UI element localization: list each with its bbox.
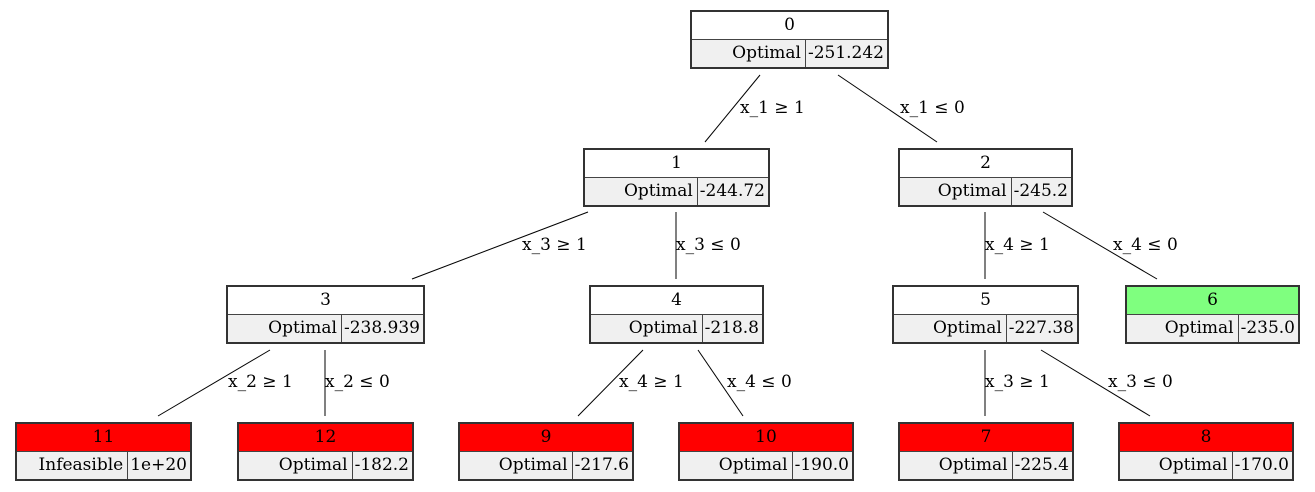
node-id: 2 xyxy=(900,150,1071,178)
node-status: Optimal xyxy=(585,178,698,205)
node-id: 6 xyxy=(1127,287,1298,315)
edge-3-11 xyxy=(157,349,271,417)
node-status: Infeasible xyxy=(17,452,129,479)
node-status: Optimal xyxy=(1127,315,1239,342)
edge-label-0-2: x_1 ≤ 0 xyxy=(900,98,965,118)
node-objective-value: -190.0 xyxy=(794,455,849,475)
node-result-row: Optimal-245.2 xyxy=(900,178,1071,205)
node-status: Optimal xyxy=(680,452,793,479)
node-id: 5 xyxy=(894,287,1077,315)
node-id: 11 xyxy=(17,424,190,452)
node-id: 3 xyxy=(228,287,423,315)
edge-label-3-12: x_2 ≤ 0 xyxy=(325,372,390,392)
node-status: Optimal xyxy=(460,452,573,479)
node-status: Optimal xyxy=(900,178,1012,205)
node-objective-value: -225.4 xyxy=(1014,455,1069,475)
node-status: Optimal xyxy=(900,452,1013,479)
node-result-row: Optimal-235.0 xyxy=(1127,315,1298,342)
node-result-row: Optimal-238.939 xyxy=(228,315,423,342)
edge-label-2-6: x_4 ≤ 0 xyxy=(1113,235,1178,255)
edge-5-8 xyxy=(1040,349,1151,417)
node-objective-value: -218.8 xyxy=(704,318,759,338)
node-status: Optimal xyxy=(894,315,1007,342)
node-id: 10 xyxy=(680,424,852,452)
node-objective-value: -238.939 xyxy=(343,318,420,338)
node-id: 9 xyxy=(460,424,632,452)
node-status: Optimal xyxy=(1120,452,1233,479)
node-objective-value: -170.0 xyxy=(1234,455,1289,475)
node-result-row: Optimal-227.38 xyxy=(894,315,1077,342)
edge-1-3 xyxy=(411,211,589,280)
edge-label-3-11: x_2 ≥ 1 xyxy=(228,372,293,392)
node-result-row: Optimal-217.6 xyxy=(460,452,632,479)
node-id: 12 xyxy=(239,424,412,452)
edge-4-10 xyxy=(697,349,744,417)
node-objective-value: -244.72 xyxy=(699,181,765,201)
node-objective-value: -217.6 xyxy=(574,455,629,475)
edge-label-5-7: x_3 ≥ 1 xyxy=(985,372,1050,392)
node-result-row: Optimal-225.4 xyxy=(900,452,1072,479)
node-id: 4 xyxy=(591,287,762,315)
edge-0-1 xyxy=(704,74,761,143)
node-id: 7 xyxy=(900,424,1072,452)
node-objective-value: -182.2 xyxy=(354,455,409,475)
edge-label-4-9: x_4 ≥ 1 xyxy=(619,372,684,392)
node-objective-value: 1e+20 xyxy=(130,455,187,475)
node-status: Optimal xyxy=(239,452,353,479)
node-status: Optimal xyxy=(692,40,806,67)
node-result-row: Optimal-244.72 xyxy=(585,178,768,205)
node-result-row: Optimal-182.2 xyxy=(239,452,412,479)
edge-label-2-5: x_4 ≥ 1 xyxy=(985,235,1050,255)
node-result-row: Optimal-218.8 xyxy=(591,315,762,342)
node-objective-value: -227.38 xyxy=(1008,318,1074,338)
edge-label-4-10: x_4 ≤ 0 xyxy=(727,372,792,392)
edge-label-0-1: x_1 ≥ 1 xyxy=(740,98,805,118)
edge-label-1-4: x_3 ≤ 0 xyxy=(676,235,741,255)
edge-0-2 xyxy=(837,74,938,143)
edge-label-1-3: x_3 ≥ 1 xyxy=(522,235,587,255)
edge-label-5-8: x_3 ≤ 0 xyxy=(1108,372,1173,392)
node-objective-value: -251.242 xyxy=(807,43,884,63)
node-objective-value: -245.2 xyxy=(1013,181,1068,201)
node-status: Optimal xyxy=(591,315,703,342)
node-id: 0 xyxy=(692,12,887,40)
node-objective-value: -235.0 xyxy=(1240,318,1295,338)
node-id: 1 xyxy=(585,150,768,178)
node-status: Optimal xyxy=(228,315,342,342)
node-result-row: Optimal-170.0 xyxy=(1120,452,1292,479)
edge-4-9 xyxy=(577,349,644,417)
node-result-row: Optimal-190.0 xyxy=(680,452,852,479)
edge-2-6 xyxy=(1042,211,1158,280)
node-result-row: Optimal-251.242 xyxy=(692,40,887,67)
node-id: 8 xyxy=(1120,424,1292,452)
